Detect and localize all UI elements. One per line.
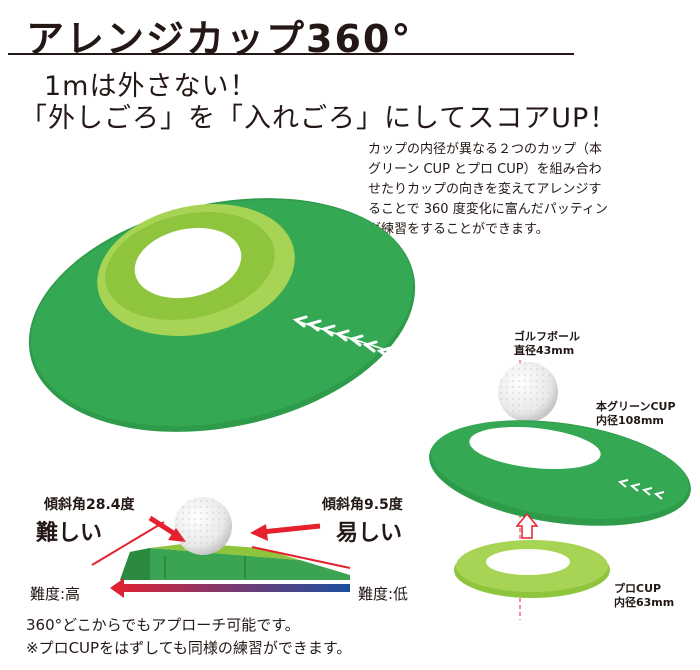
golf-ball-name: ゴルフボール [514,330,580,343]
golf-ball-label: ゴルフボール 直径43mm [514,330,580,358]
product-description: カップの内径が異なる２つのカップ（本 グリーン CUP とプロ CUP）を組み合… [368,140,688,240]
headline-line-1: 1mは外さない！ [44,71,258,102]
golf-ball-size: 直径43mm [514,344,575,357]
green-cup-label: 本グリーンCUP 内径108mm [596,400,676,428]
hard-label: 難しい [36,521,103,546]
easy-label: 易しい [336,521,403,546]
pro-cup-name: プロCUP [614,582,662,595]
green-cup-size: 内径108mm [596,414,664,427]
steep-angle-label: 傾斜角28.4度 [44,497,135,513]
slope-side-view-image [91,497,351,598]
direction-arrows-icon [292,315,406,359]
up-arrow-icon [515,512,539,539]
left-pointing-arrow-icon [148,515,186,542]
description-line: グリーン CUP とプロ CUP）を組み合わ [368,162,602,177]
difficulty-high-label: 難度:高 [30,585,81,603]
approach-note: 360°どこからでもアプローチ可能です。 [26,616,300,634]
pro-cup-size: 内径63mm [614,596,675,609]
exploded-view-image [429,360,691,620]
right-pointing-arrow-icon [250,523,321,541]
title-underline [8,53,574,55]
gentle-angle-label: 傾斜角9.5度 [322,497,403,513]
description-line: グ練習をすることができます。 [368,222,549,237]
pro-cup-note: ※プロCUPをはずしても同様の練習ができます。 [26,639,352,657]
description-line: せたりカップの向きを変えてアレンジす [368,182,602,197]
main-cup-image [28,198,416,432]
description-line: ることで 360 度変化に富んだパッティン [368,202,608,217]
description-line: カップの内径が異なる２つのカップ（本 [368,142,603,157]
green-cup-name: 本グリーンCUP [596,400,676,413]
headline-line-2: 「外しごろ」を「入れごろ」にしてスコアUP！ [20,103,618,134]
difficulty-low-label: 難度:低 [358,585,409,603]
pro-cup-label: プロCUP 内径63mm [614,582,674,610]
difficulty-gradient-arrow [110,578,350,598]
